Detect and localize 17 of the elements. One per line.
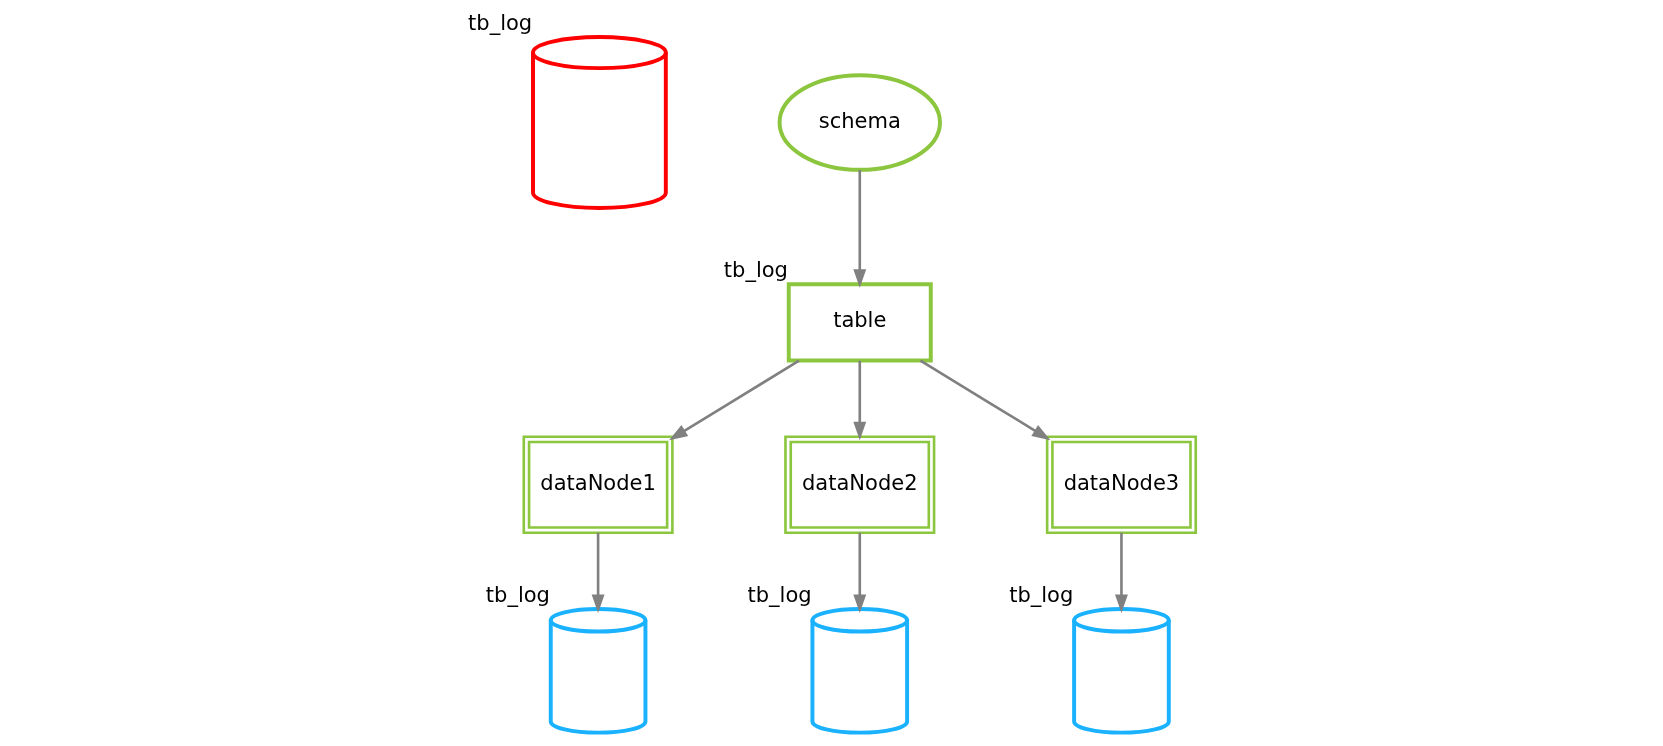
arrow (853, 170, 867, 288)
node-label: tb_log (1009, 582, 1074, 608)
node-box: dataNode2 (784, 435, 936, 535)
node-box: table (786, 282, 933, 363)
node-label: tb_log (747, 582, 812, 608)
arrow (1115, 532, 1128, 613)
node-label: tb_log (468, 10, 533, 36)
arrow (669, 359, 800, 441)
node-ellipse: schema (777, 73, 942, 172)
arrow (853, 360, 867, 441)
node-label: tb_log (485, 582, 550, 608)
node-box: dataNode3 (1045, 435, 1198, 535)
arrow (853, 532, 867, 613)
node-box: dataNode1 (522, 435, 674, 535)
arrow (919, 359, 1051, 441)
node-label: tb_log (723, 257, 788, 283)
arrow (591, 532, 605, 613)
